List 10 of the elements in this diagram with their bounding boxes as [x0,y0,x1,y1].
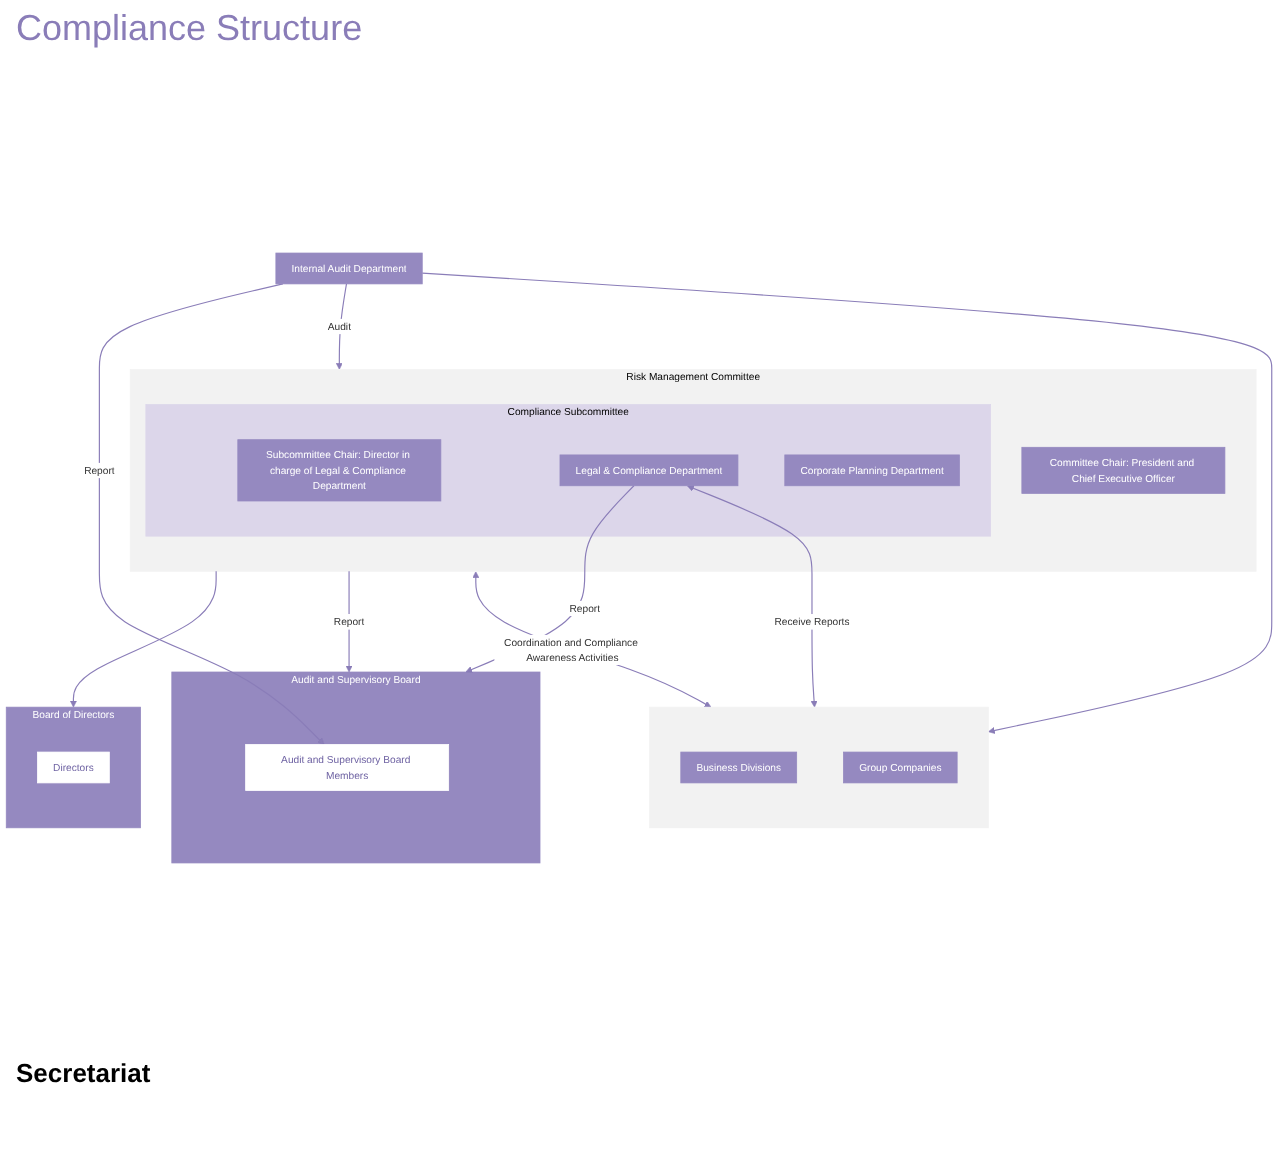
arrow [70,570,217,708]
arrow [687,485,818,708]
diagram-title: Compliance Structure [16,8,365,50]
arrow [335,283,348,370]
cluster [649,706,989,829]
note-text: Secretariat [16,1058,151,1088]
arrow [98,283,325,745]
arrow [421,272,1273,734]
arrow [345,570,353,673]
arrow [472,571,712,708]
